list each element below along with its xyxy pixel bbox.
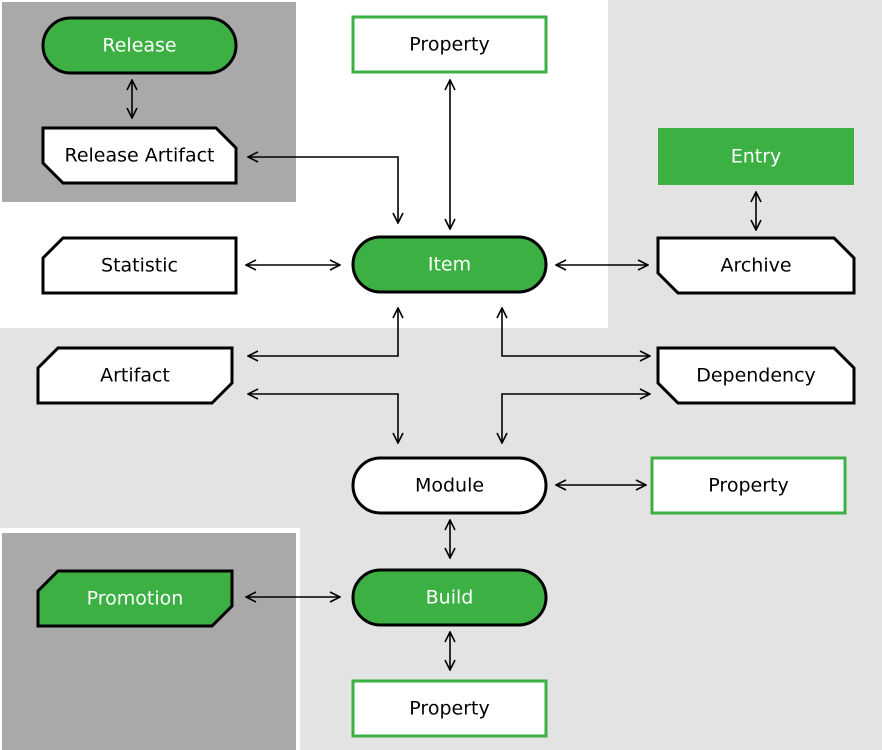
node-module-shape xyxy=(351,456,548,515)
node-item-label: Item xyxy=(428,254,471,276)
node-entry[interactable]: Entry xyxy=(658,128,854,185)
node-property-top-shape xyxy=(351,15,548,74)
node-module[interactable]: Module xyxy=(351,456,548,515)
node-item[interactable]: Item xyxy=(351,235,548,294)
connector-dependency-module xyxy=(502,394,650,443)
node-dependency-label: Dependency xyxy=(696,365,816,387)
connector-item-artifact xyxy=(248,308,398,356)
connector-item-releaseartifact xyxy=(248,157,398,223)
node-property-bottom-shape xyxy=(351,679,548,738)
node-archive-label: Archive xyxy=(720,255,791,277)
node-archive[interactable]: Archive xyxy=(656,236,856,295)
node-property-top-label: Property xyxy=(409,34,489,56)
node-dependency-shape xyxy=(656,346,856,405)
node-statistic-shape xyxy=(41,236,238,295)
node-artifact-label: Artifact xyxy=(100,365,170,387)
node-entry-shape xyxy=(658,128,854,185)
node-property-right[interactable]: Property xyxy=(650,456,847,515)
node-item-shape xyxy=(351,235,548,294)
node-archive-shape xyxy=(656,236,856,295)
node-release-artifact-label: Release Artifact xyxy=(64,145,214,167)
node-build-label: Build xyxy=(426,587,474,609)
node-release-artifact[interactable]: Release Artifact xyxy=(41,126,238,185)
node-promotion-label: Promotion xyxy=(87,588,184,610)
node-statistic[interactable]: Statistic xyxy=(41,236,238,295)
node-promotion-shape xyxy=(36,569,234,628)
node-build-shape xyxy=(351,568,548,627)
node-property-bottom-label: Property xyxy=(409,698,489,720)
node-entry-label: Entry xyxy=(731,146,782,168)
connector-artifact-module xyxy=(248,394,398,443)
node-property-right-label: Property xyxy=(708,475,788,497)
node-release-label: Release xyxy=(102,35,176,57)
node-module-label: Module xyxy=(415,475,484,497)
connectors xyxy=(132,80,756,670)
dark-gray-panel-bottom xyxy=(2,533,296,750)
node-property-right-shape xyxy=(650,456,847,515)
node-artifact-shape xyxy=(36,346,234,405)
node-artifact[interactable]: Artifact xyxy=(36,346,234,405)
node-property-top[interactable]: Property xyxy=(351,15,548,74)
node-property-bottom[interactable]: Property xyxy=(351,679,548,738)
node-release-shape xyxy=(41,16,238,75)
node-statistic-label: Statistic xyxy=(101,255,178,277)
node-release-artifact-shape xyxy=(41,126,238,185)
node-release[interactable]: Release xyxy=(41,16,238,75)
node-build[interactable]: Build xyxy=(351,568,548,627)
connector-item-dependency xyxy=(502,308,650,356)
node-promotion[interactable]: Promotion xyxy=(36,569,234,628)
node-dependency[interactable]: Dependency xyxy=(656,346,856,405)
